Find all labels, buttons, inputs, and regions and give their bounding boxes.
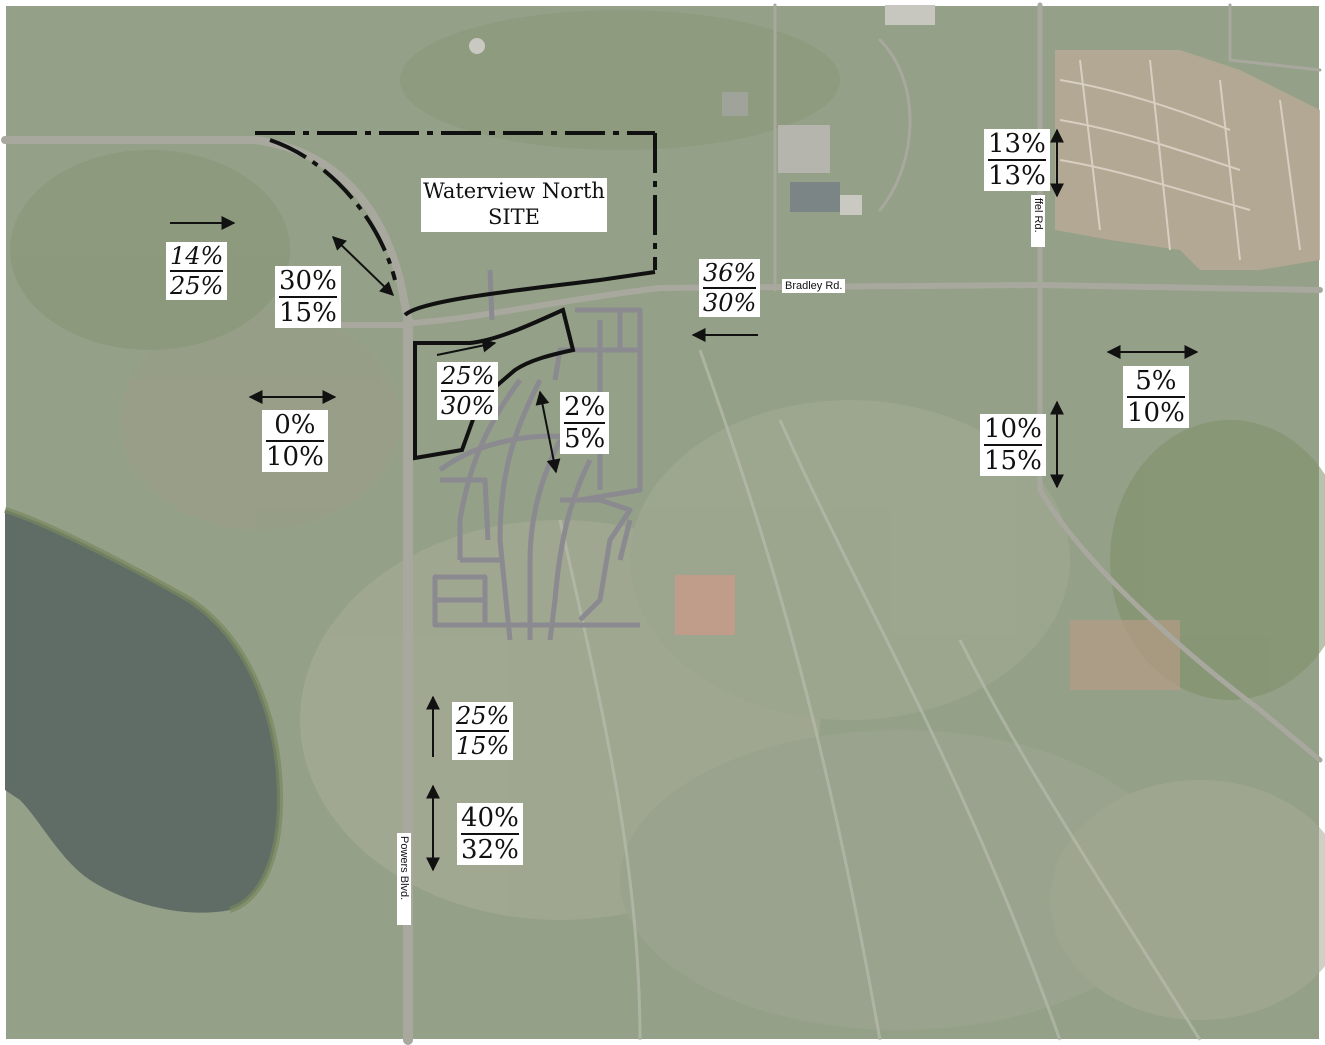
- percent-box-marksheffel-south: 10% 15%: [980, 414, 1046, 476]
- percent-bottom: 5%: [564, 424, 606, 454]
- percent-top: 10%: [984, 414, 1042, 444]
- arrow-curve: [331, 236, 395, 296]
- percent-bottom: 15%: [456, 732, 510, 760]
- percent-box-curve: 30% 15%: [275, 266, 341, 328]
- percent-top: 5%: [1135, 366, 1177, 396]
- traffic-arrows: [170, 128, 1199, 872]
- percent-bottom: 10%: [1127, 398, 1185, 428]
- site-label-site: SITE: [487, 205, 541, 229]
- road-label-powers: Powers Blvd.: [397, 833, 411, 925]
- percent-bottom: 32%: [461, 835, 519, 865]
- percent-bottom: 15%: [984, 446, 1042, 476]
- percent-top: 25%: [456, 702, 510, 730]
- percent-top: 25%: [441, 362, 495, 390]
- percent-bottom: 25%: [170, 272, 224, 300]
- road-label-marksheffel: ffel Rd.: [1031, 195, 1045, 247]
- percent-bottom: 30%: [441, 392, 495, 420]
- percent-bottom: 15%: [279, 298, 337, 328]
- percent-box-bradley-far-east: 5% 10%: [1123, 366, 1189, 428]
- subdivision-northeast: [1055, 50, 1320, 270]
- percent-top: 13%: [988, 129, 1046, 159]
- drainage-lines: [558, 349, 1202, 1041]
- percent-top: 30%: [279, 266, 337, 296]
- site-label: Waterview North SITE: [421, 178, 607, 232]
- percent-top: 14%: [170, 242, 224, 270]
- percent-box-powers-south-b: 40% 32%: [457, 803, 523, 865]
- marksheffel-rd-road: [1037, 2, 1323, 763]
- arrow-site-access: [436, 338, 497, 356]
- road-label-bradley: Bradley Rd.: [782, 279, 846, 293]
- service-road-3: [1228, 3, 1322, 72]
- service-road-2: [878, 38, 912, 212]
- site-label-name: Waterview North: [423, 179, 605, 203]
- arrow-interior: [535, 390, 561, 474]
- reservoir-shore: [4, 507, 284, 913]
- percent-top: 36%: [703, 259, 757, 287]
- percent-top: 0%: [274, 410, 316, 440]
- percent-box-interior: 2% 5%: [560, 392, 610, 454]
- percent-box-bradley-east: 36% 30%: [699, 259, 761, 317]
- reservoir: [5, 510, 280, 913]
- percent-box-west-local: 0% 10%: [262, 410, 328, 472]
- percent-box-site-access: 25% 30%: [437, 362, 499, 420]
- site-boundary: [255, 131, 657, 461]
- west-road: [1, 136, 412, 324]
- percent-box-west-eb: 14% 25%: [166, 242, 228, 300]
- percent-top: 40%: [461, 803, 519, 833]
- facilities: [469, 5, 1180, 690]
- percent-box-powers-south-a: 25% 15%: [452, 702, 514, 760]
- bradley-rd-road: [407, 281, 1323, 326]
- percent-bottom: 10%: [266, 442, 324, 472]
- percent-bottom: 13%: [988, 161, 1046, 191]
- percent-box-marksheffel-north: 13% 13%: [984, 129, 1050, 191]
- percent-bottom: 30%: [703, 289, 757, 317]
- percent-top: 2%: [564, 392, 606, 422]
